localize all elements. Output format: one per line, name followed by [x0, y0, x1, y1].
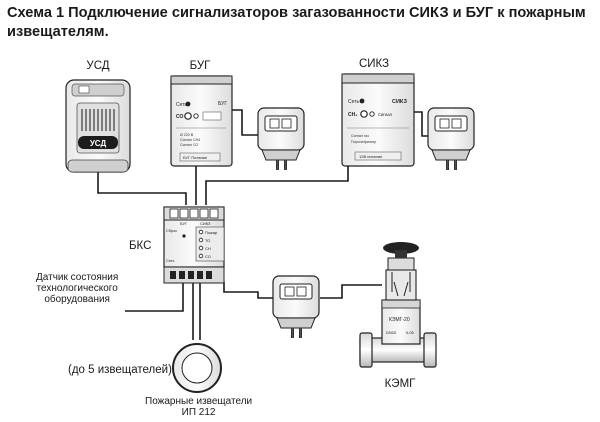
bks-label: БКС — [129, 240, 152, 252]
usd-device: УСД — [65, 79, 131, 173]
svg-text:Сеть: Сеть — [348, 99, 360, 105]
wire-usd-bks — [97, 170, 187, 205]
svg-text:Сеть: Сеть — [166, 259, 174, 263]
svg-text:CH₄: CH₄ — [348, 112, 358, 118]
svg-text:БУГ Питание: БУГ Питание — [183, 155, 208, 160]
svg-text:Сеть: Сеть — [176, 102, 188, 108]
sikz-device: Сеть CH₄ Сигнал СИКЗ Сигнал газ Пороги/ф… — [341, 73, 415, 167]
sikz-label: СИКЗ — [358, 58, 390, 70]
svg-text:СО: СО — [205, 254, 211, 259]
svg-text:12В питание: 12В питание — [359, 154, 383, 159]
wire-sikz-adapter — [414, 111, 432, 137]
wire-adapter-kemg — [320, 284, 382, 299]
svg-text:СО: СО — [176, 114, 183, 120]
svg-text:Пороги/фильтр: Пороги/фильтр — [351, 140, 376, 144]
fire-detectors-label: Пожарные извещатели ИП 212 — [145, 396, 253, 418]
sensor-label: Датчик состояния технологического оборуд… — [36, 272, 119, 305]
wire-bug-adapter — [232, 109, 260, 136]
svg-text:СН: СН — [205, 246, 211, 251]
kemg-label: КЭМГ — [384, 378, 416, 390]
svg-text:БУГ: БУГ — [180, 221, 188, 226]
wires — [97, 109, 432, 340]
sikz-power-adapter — [427, 107, 475, 170]
fire-detector — [172, 343, 222, 393]
kemg-power-adapter — [272, 275, 320, 338]
diagram-title: Схема 1 Подключение сигнализаторов загаз… — [7, 5, 586, 40]
svg-text:БУГ: БУГ — [218, 101, 227, 107]
svg-text:0,05: 0,05 — [406, 330, 415, 335]
svg-text:Сигнал газ: Сигнал газ — [351, 134, 369, 138]
kemg-valve: КЭМГ-20 DN20 0,05 — [359, 242, 437, 368]
bug-device: Сеть СО БУГ Ø 220 В Сигнал СН4 Сигнал СО… — [170, 75, 233, 167]
usd-label: УСД — [86, 60, 110, 72]
usd-badge-text: УСД — [90, 139, 107, 148]
svg-text:Сигнал СО: Сигнал СО — [180, 143, 199, 147]
bug-power-adapter — [257, 107, 305, 170]
svg-text:Сигнал СН4: Сигнал СН4 — [180, 138, 200, 142]
bug-label: БУГ — [189, 60, 211, 72]
svg-text:DN20: DN20 — [386, 330, 397, 335]
wire-sikz-bks — [205, 166, 349, 205]
wire-bks-adapter — [223, 282, 275, 299]
up-to-label: (до 5 извещателей) — [68, 364, 172, 376]
svg-text:СИКЗ: СИКЗ — [200, 221, 211, 226]
svg-text:Пожар: Пожар — [205, 230, 218, 235]
svg-text:Ø 220 В: Ø 220 В — [180, 133, 194, 137]
svg-text:ТО: ТО — [205, 238, 210, 243]
bks-device: БУГ СИКЗ Пожар ТО СН СО Сброс Сеть — [163, 206, 225, 284]
wire-sensor — [125, 280, 184, 312]
svg-text:Сброс: Сброс — [166, 229, 177, 233]
svg-text:Сигнал: Сигнал — [378, 112, 393, 117]
svg-text:КЭМГ-20: КЭМГ-20 — [389, 317, 410, 323]
svg-text:СИКЗ: СИКЗ — [392, 99, 407, 105]
